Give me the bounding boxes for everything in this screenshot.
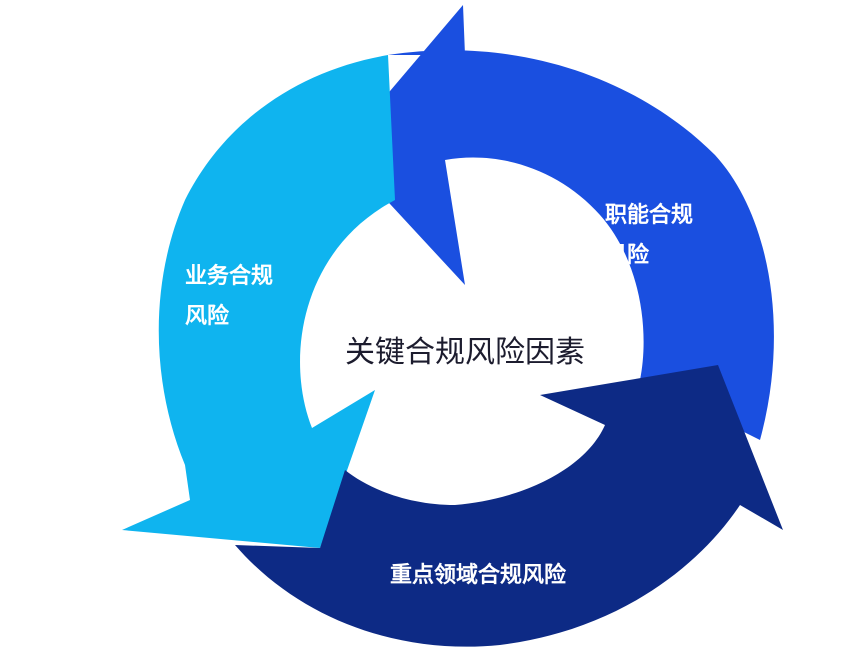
label-business-compliance-risk-line2: 风险 [185, 303, 230, 329]
segment-key-area-compliance-arrow [235, 365, 783, 647]
label-business-compliance-risk-line1: 业务合规 [185, 263, 273, 289]
segment-job-compliance-arrow [340, 5, 774, 440]
label-job-compliance-risk-line2: 风险 [605, 242, 650, 268]
label-job-compliance-risk-line1: 职能合规 [605, 202, 693, 228]
center-title: 关键合规风险因素 [345, 335, 585, 370]
label-key-area-compliance-risk: 重点领域合规风险 [390, 562, 567, 588]
segment-business-compliance-arrow [122, 55, 395, 548]
